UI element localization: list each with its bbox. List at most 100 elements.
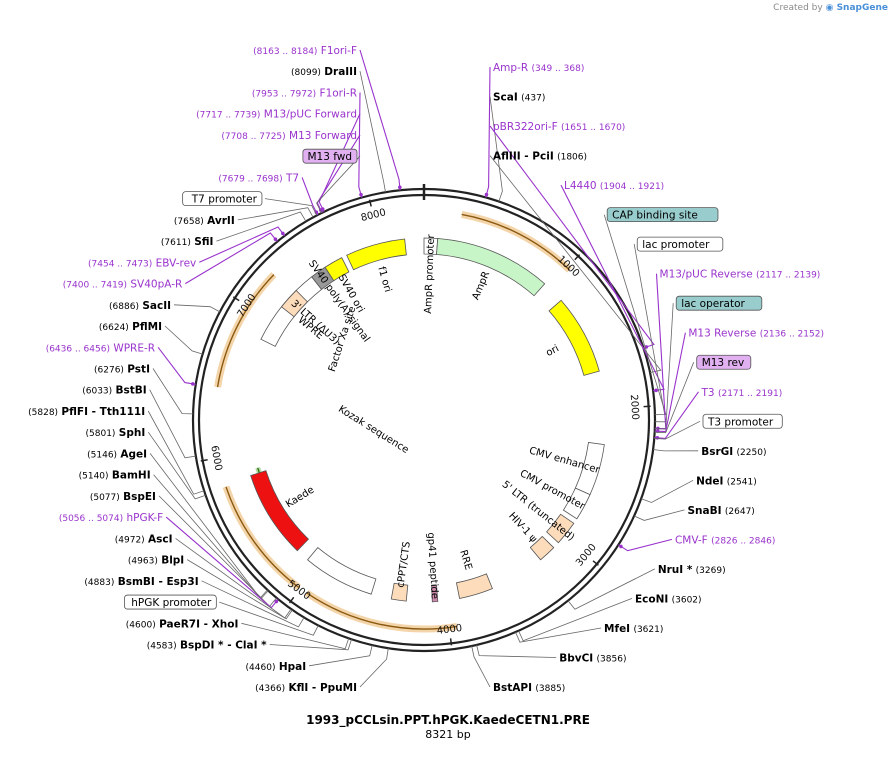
- label-text-econi: EcoNI (3602): [635, 593, 702, 605]
- label-extra-pflfi: - Tth111I: [88, 406, 145, 418]
- label-m13-forward[interactable]: (7708 .. 7725) M13 Forward: [221, 130, 357, 142]
- label-hpgk-f[interactable]: (5056 .. 5074) hPGK-F: [59, 512, 163, 524]
- label-name-amp-r: Amp-R: [493, 62, 528, 74]
- label-t3-promoter[interactable]: T3 promoter: [702, 413, 783, 429]
- feature-hpgk-prom-feat[interactable]: [306, 547, 377, 595]
- label-asci[interactable]: (4972) AscI: [115, 533, 173, 545]
- feature-ltr-5[interactable]: [546, 513, 575, 544]
- feature-f1-ori[interactable]: [346, 238, 407, 271]
- label-m13-reverse[interactable]: M13 Reverse (2136 .. 2152): [688, 328, 824, 340]
- label-nrui[interactable]: NruI * (3269): [658, 564, 726, 576]
- label-f1ori-f[interactable]: (8163 .. 8184) F1ori-F: [253, 45, 357, 57]
- label-name-m13-puc-forward: M13/pUC Forward: [264, 109, 357, 121]
- label-text-bspei: (5077) BspEI: [90, 491, 156, 503]
- label-name-paer7i: PaeR7I: [159, 618, 200, 630]
- orange-arc-4[interactable]: [216, 274, 275, 388]
- label-m13-fwd[interactable]: M13 fwd: [302, 148, 358, 164]
- label-bamhi[interactable]: (5140) BamHI: [79, 470, 151, 482]
- label-pflfi[interactable]: (5828) PflFI - Tth111I: [28, 406, 145, 418]
- label-ebv-rev[interactable]: (7454 .. 7473) EBV-rev: [88, 257, 196, 269]
- label-cap-binding-site[interactable]: CAP binding site: [606, 207, 719, 223]
- label-bspdi[interactable]: (4583) BspDI * - ClaI *: [147, 640, 267, 652]
- label-psti[interactable]: (6276) PstI: [94, 364, 150, 376]
- primer-site-f1ori-f: [398, 185, 402, 190]
- tick-label-4000: 4000: [436, 623, 463, 637]
- orange-arc-1[interactable]: [461, 213, 570, 271]
- label-hpai[interactable]: (4460) HpaI: [246, 661, 307, 673]
- label-hpgk-promoter[interactable]: hPGK promoter: [124, 594, 217, 610]
- label-sv40pa-r[interactable]: (7400 .. 7419) SV40pA-R: [63, 279, 183, 291]
- feature-hiv-psi[interactable]: [529, 535, 555, 561]
- label-t7-promoter[interactable]: T7 promoter: [182, 191, 263, 207]
- label-afliii[interactable]: AflIII - PciI (1806): [493, 151, 587, 163]
- label-sphi[interactable]: (5801) SphI: [86, 427, 146, 439]
- label-kfli[interactable]: (4366) KflI - PpuMI: [255, 682, 357, 694]
- label-sacii[interactable]: (6886) SacII: [109, 300, 171, 312]
- label-cmv-f[interactable]: CMV-F (2826 .. 2846): [675, 534, 775, 546]
- label-text-pbr322ori-f: pBR322ori-F (1651 .. 1670): [493, 121, 625, 133]
- label-t3[interactable]: T3 (2171 .. 2191): [701, 387, 783, 399]
- label-scai[interactable]: ScaI (437): [493, 92, 545, 104]
- leader-pflfi: [147, 410, 205, 495]
- label-econi[interactable]: EcoNI (3602): [635, 593, 702, 605]
- label-name-pflfi: PflFI: [61, 406, 88, 418]
- label-agei[interactable]: (5146) AgeI: [87, 448, 147, 460]
- label-pfimi[interactable]: (6624) PflMI: [99, 321, 162, 333]
- label-blpi[interactable]: (4963) BlpI: [128, 555, 184, 567]
- label-draiii[interactable]: (8099) DraIII: [291, 66, 357, 78]
- label-m13-puc-reverse[interactable]: M13/pUC Reverse (2117 .. 2139): [660, 269, 821, 281]
- label-name-pbr322ori-f: pBR322ori-F: [493, 121, 558, 133]
- label-lac-operator[interactable]: lac operator: [675, 295, 763, 311]
- feature-rre[interactable]: [455, 573, 493, 599]
- feature-label-f1-ori: f1 ori: [375, 265, 393, 293]
- label-mfei[interactable]: MfeI (3621): [604, 623, 663, 635]
- label-bspei[interactable]: (5077) BspEI: [90, 491, 156, 503]
- label-text-bspdi: (4583) BspDI * - ClaI *: [147, 640, 267, 652]
- label-name-snabi: SnaBI: [687, 505, 721, 517]
- label-lac-promoter[interactable]: lac promoter: [636, 236, 724, 252]
- label-name-nrui: NruI *: [658, 564, 693, 576]
- label-amp-r[interactable]: Amp-R (349 .. 368): [493, 62, 584, 74]
- label-name-wpre-r: WPRE-R: [113, 342, 155, 354]
- tick-label-8000: 8000: [360, 207, 387, 224]
- label-wpre-r[interactable]: (6436 .. 6456) WPRE-R: [46, 342, 155, 354]
- label-text-pflfi: (5828) PflFI - Tth111I: [28, 406, 145, 418]
- label-bstapi[interactable]: BstAPI (3885): [493, 682, 565, 694]
- label-name-f1ori-r: F1ori-R: [320, 87, 357, 99]
- label-text-draiii: (8099) DraIII: [291, 66, 357, 78]
- label-pbr322ori-f[interactable]: pBR322ori-F (1651 .. 1670): [493, 121, 625, 133]
- label-f1ori-r[interactable]: (7953 .. 7972) F1ori-R: [252, 87, 357, 99]
- leader-t7: [301, 177, 319, 216]
- label-l4440[interactable]: L4440 (1904 .. 1921): [564, 180, 664, 192]
- orange-arc-2[interactable]: [306, 592, 458, 630]
- feature-cmv-promoter[interactable]: [562, 487, 591, 520]
- kozak-label: Kozak sequence: [336, 404, 410, 456]
- leader-t3-promoter: [654, 420, 701, 440]
- label-box-cap-binding-site: [606, 207, 719, 223]
- feature-ori[interactable]: [548, 299, 600, 376]
- feature-ampr[interactable]: [436, 238, 546, 297]
- feature-cppt[interactable]: [390, 582, 409, 602]
- label-snabi[interactable]: SnaBI (2647): [687, 505, 754, 517]
- feature-ltr-3[interactable]: [280, 289, 308, 318]
- label-ndei[interactable]: NdeI (2541): [696, 475, 757, 487]
- label-bsrgi[interactable]: BsrGI (2250): [701, 446, 766, 458]
- label-text-m13-rev: M13 rev: [702, 357, 745, 369]
- label-sfii[interactable]: (7611) SfiI: [161, 236, 214, 248]
- feature-sv40-ori[interactable]: [324, 257, 350, 282]
- label-paer7i[interactable]: (4600) PaeR7I - XhoI: [126, 618, 239, 630]
- orange-arc-3[interactable]: [225, 486, 300, 589]
- label-t7[interactable]: (7679 .. 7698) T7: [218, 172, 299, 184]
- leader-kfli: [359, 648, 389, 688]
- label-avrii[interactable]: (7658) AvrII: [174, 215, 235, 227]
- feature-kaede[interactable]: [250, 470, 310, 552]
- label-name-ndei: NdeI: [696, 475, 723, 487]
- leader-cap-binding-site: [603, 214, 667, 416]
- label-bsmbi[interactable]: (4883) BsmBI - Esp3I: [84, 576, 198, 588]
- label-m13-rev[interactable]: M13 rev: [696, 354, 752, 370]
- feature-gp41[interactable]: [431, 585, 439, 603]
- label-bstbi[interactable]: (6033) BstBI: [82, 385, 146, 397]
- label-bbvci[interactable]: BbvCI (3856): [559, 652, 626, 664]
- label-m13-puc-forward[interactable]: (7717 .. 7739) M13/pUC Forward: [196, 109, 357, 121]
